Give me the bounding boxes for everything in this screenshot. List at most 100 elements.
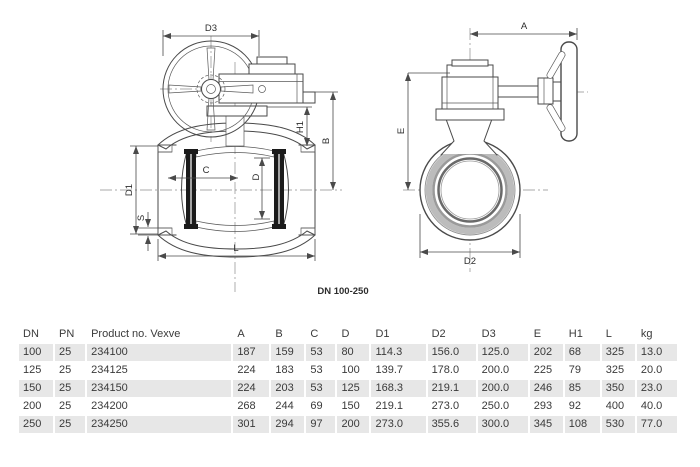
table-cell: 250.0: [481, 400, 510, 412]
table-cell: 234200: [91, 400, 128, 412]
table-cell: 53: [306, 344, 336, 361]
table-cell: 234100: [87, 344, 232, 361]
valve-stem: [206, 105, 268, 147]
dim-label-d1: D1: [124, 184, 135, 196]
dimension-a: A: [470, 21, 578, 40]
valve-technical-drawing: D3 H1 B D1 S: [100, 21, 588, 297]
table-header-cell: C: [310, 328, 319, 340]
seat-band-right: [272, 149, 286, 229]
table-header-cell: Product no. Vexve: [91, 328, 181, 340]
table-cell: 40.0: [640, 400, 663, 412]
table-header-cell: L: [605, 328, 612, 340]
seat-band-left: [184, 149, 198, 229]
table-cell: 108: [564, 416, 600, 433]
table-cell: 200: [23, 400, 42, 412]
dimension-d: D: [251, 157, 270, 220]
table-cell: 234250: [87, 416, 232, 433]
dimension-d2: D2: [419, 214, 521, 267]
dimension-l: L: [157, 239, 316, 261]
table-cell: 183: [275, 364, 294, 376]
table-cell: 25: [59, 364, 72, 376]
table-cell: 125: [337, 380, 370, 397]
dimension-e: E: [396, 72, 450, 190]
table-cell: 25: [55, 380, 86, 397]
table-cell: 178.0: [431, 364, 460, 376]
table-cell: 156.0: [427, 344, 476, 361]
table-cell: 23.0: [636, 380, 677, 397]
table-cell: 350: [601, 380, 635, 397]
table-cell: 244: [275, 400, 294, 412]
dimension-d3: D3: [162, 23, 260, 56]
table-cell: 234150: [87, 380, 232, 397]
table-cell: 225: [533, 364, 553, 376]
table-cell: 92: [568, 400, 581, 412]
table-cell: 100: [19, 344, 54, 361]
table-cell: 79: [568, 364, 581, 376]
table-header-cell: PN: [59, 328, 75, 340]
dim-label-d3: D3: [205, 23, 217, 34]
table-cell: 293: [533, 400, 553, 412]
table-cell: 400: [605, 400, 625, 412]
table-header-cell: E: [533, 328, 542, 340]
table-header-cell: H1: [568, 328, 583, 340]
table-cell: 200.0: [477, 380, 528, 397]
table-cell: 202: [529, 344, 563, 361]
table-cell: 85: [564, 380, 600, 397]
dimension-c: C: [168, 165, 238, 181]
table-cell: 301: [233, 416, 270, 433]
table-cell: 219.1: [375, 400, 404, 412]
table-cell: 200.0: [481, 364, 510, 376]
table-cell: 294: [271, 416, 305, 433]
dim-label-a: A: [521, 21, 528, 32]
table-cell: 273.0: [371, 416, 426, 433]
table-header-cell: B: [275, 328, 283, 340]
table-cell: 300.0: [477, 416, 528, 433]
dim-label-d: D: [251, 173, 262, 180]
table-header-cell: kg: [640, 328, 653, 340]
dim-label-h1: H1: [295, 121, 306, 133]
table-cell: 246: [529, 380, 563, 397]
table-cell: 224: [237, 364, 256, 376]
table-cell: 234125: [91, 364, 128, 376]
dim-label-e: E: [396, 128, 407, 134]
table-cell: 273.0: [431, 400, 460, 412]
valve-neck: [442, 119, 498, 154]
table-cell: 219.1: [427, 380, 476, 397]
table-cell: 200: [337, 416, 370, 433]
table-cell: 268: [237, 400, 256, 412]
valve-body-front: [157, 122, 316, 258]
table-cell: 345: [529, 416, 563, 433]
dimension-b: B: [315, 91, 338, 190]
table-cell: 325: [605, 364, 625, 376]
table-cell: 97: [306, 416, 336, 433]
table-cell: 139.7: [375, 364, 404, 376]
dimension-s: S: [136, 212, 158, 251]
handwheel-front: [162, 40, 316, 138]
table-cell: 168.3: [371, 380, 426, 397]
table-cell: 25: [55, 344, 86, 361]
dimension-h1: H1: [267, 106, 312, 146]
table-header-cell: D3: [481, 328, 496, 340]
table-header-cell: D1: [375, 328, 390, 340]
table-cell: 25: [55, 416, 86, 433]
table-cell: 159: [271, 344, 305, 361]
table-cell: 530: [601, 416, 635, 433]
table-cell: 325: [601, 344, 635, 361]
table-cell: 150: [19, 380, 54, 397]
table-cell: 125: [23, 364, 42, 376]
dim-label-s: S: [136, 215, 147, 221]
drawing-caption: DN 100-250: [317, 286, 368, 297]
table-header-cell: DN: [23, 328, 39, 340]
table-cell: 203: [271, 380, 305, 397]
dim-label-l: L: [233, 243, 238, 254]
table-cell: 224: [233, 380, 270, 397]
